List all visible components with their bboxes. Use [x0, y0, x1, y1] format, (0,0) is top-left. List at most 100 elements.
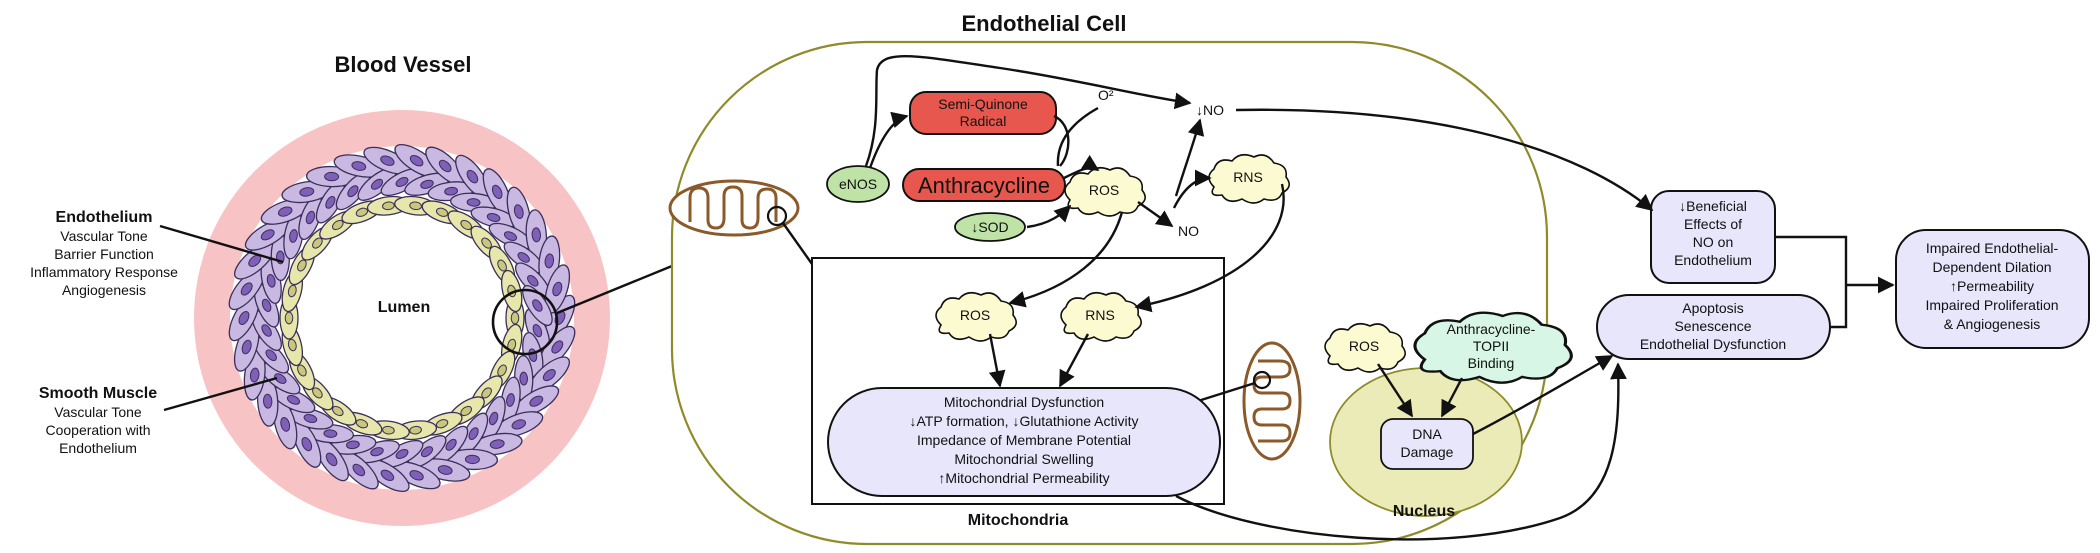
endothelium-layer [279, 195, 525, 441]
smooth-muscle-pointer [163, 376, 278, 412]
apoptosis-line-3: Endothelial Dysfunction [1640, 336, 1786, 352]
apoptosis-node: Apoptosis Senescence Endothelial Dysfunc… [1596, 294, 1831, 360]
smooth-muscle-function-3: Endothelium [59, 440, 137, 456]
endothelium-function-3: Inflammatory Response [30, 264, 178, 280]
rns-mito-cloud: RNS [1060, 291, 1142, 342]
arrow-enos-to-semiquinone [868, 111, 909, 169]
ros-mito-cloud: ROS [935, 291, 1017, 342]
smooth-muscle-cell [292, 420, 322, 468]
apoptosis-line-2: Senescence [1674, 318, 1751, 334]
sod-label: ↓SOD [971, 219, 1008, 235]
arrow-rns-to-mito-dysfunction [1058, 333, 1090, 388]
rns-top-cloud: RNS [1208, 153, 1290, 204]
mitochondrion-right [1242, 341, 1302, 461]
smooth-muscle-title: Smooth Muscle [39, 385, 157, 402]
arrow-no-to-beneficial [1235, 108, 1654, 212]
smooth-muscle-cell [338, 450, 379, 490]
arrow-rns-top-to-rns-mito [1134, 183, 1285, 313]
endothelium-pointer [159, 224, 284, 264]
arrow-ros-to-mito-dysfunction [988, 333, 1006, 388]
smooth-muscle-cell [234, 242, 276, 280]
arrow-enos-to-no [864, 55, 1192, 167]
semi-quinone-line-1: Semi-Quinone [938, 96, 1028, 112]
impaired-line-5: & Angiogenesis [1944, 316, 2041, 332]
smooth-muscle-cell [482, 168, 512, 216]
dna-damage-line-1: DNA [1412, 426, 1442, 442]
impaired-line-3: ↑Permeability [1950, 278, 2034, 294]
sod-node: ↓SOD [954, 212, 1026, 242]
rns-top-label: RNS [1233, 169, 1263, 185]
smooth-muscle-cell [244, 218, 291, 251]
beneficial-line-4: Endothelium [1674, 252, 1752, 268]
arrow-topii-to-dna [1440, 377, 1464, 418]
arrow-rns-up-to-no [1174, 118, 1205, 197]
smooth-muscle-function-1: Vascular Tone [54, 404, 142, 420]
ros-top-cloud: ROS [1064, 166, 1146, 217]
no-small-label: NO [1178, 223, 1199, 239]
endothelium-function-4: Angiogenesis [62, 282, 146, 298]
o2-label: O² [1098, 87, 1114, 103]
beneficial-line-1: ↓Beneficial [1679, 198, 1747, 214]
semi-quinone-radical-node: Semi-Quinone Radical [909, 91, 1057, 135]
bracket-beneficial [1776, 235, 1848, 282]
smooth-muscle-cell [471, 432, 523, 456]
ros-mito-label: ROS [960, 307, 990, 323]
smooth-muscle-cell [363, 146, 412, 175]
smooth-muscle-cell [525, 209, 548, 261]
arrow-ros-to-dna [1376, 363, 1414, 418]
rns-mito-label: RNS [1085, 307, 1115, 323]
dna-damage-node: DNA Damage [1380, 418, 1474, 470]
pathway-arrows [864, 55, 1895, 541]
smooth-muscle-cell [394, 143, 439, 178]
impaired-line-1: Impaired Endothelial- [1926, 240, 2059, 256]
arrow-dna-to-apoptosis [1472, 354, 1614, 436]
arrow-ros-top-to-ros-mito [1008, 211, 1124, 308]
arc-semiquinone-to-anthracycline [1053, 114, 1070, 167]
impaired-function-node: Impaired Endothelial- Dependent Dilation… [1895, 229, 2090, 349]
semi-quinone-line-2: Radical [960, 113, 1007, 129]
mito-dysfunction-line-4: Mitochondrial Swelling [954, 451, 1093, 467]
blood-vessel-title: Blood Vessel [335, 52, 472, 77]
topii-line-2: TOPII [1473, 338, 1509, 354]
smooth-muscle-cell [513, 385, 560, 418]
lumen-label: Lumen [378, 299, 430, 316]
impaired-line-2: Dependent Dilation [1932, 259, 2051, 275]
ros-top-label: ROS [1089, 182, 1119, 198]
ros-nucleus-cloud: ROS [1324, 322, 1406, 373]
zoom-connector [556, 264, 673, 315]
endothelium-function-1: Vascular Tone [60, 228, 148, 244]
arrow-sod-to-ros [1026, 204, 1072, 229]
endothelium-function-2: Barrier Function [54, 246, 154, 262]
arrow-no-to-rns [1172, 169, 1212, 209]
smooth-muscle-cell [260, 198, 310, 225]
mitochondrial-dysfunction-node: Mitochondrial Dysfunction ↓ATP formation… [827, 387, 1221, 497]
anthracycline-label: Anthracycline [918, 173, 1050, 198]
endothelium-title: Endothelium [56, 209, 153, 226]
anthracycline-node: Anthracycline [902, 168, 1066, 202]
dna-damage-line-2: Damage [1401, 444, 1454, 460]
mito-right-connector [1197, 381, 1256, 403]
smooth-muscle-cell [273, 399, 298, 450]
mito-dysfunction-line-2: ↓ATP formation, ↓Glutathione Activity [909, 413, 1138, 429]
mitochondrion-left [668, 179, 800, 237]
arrow-ros-to-no [1137, 201, 1174, 227]
enos-label: eNOS [839, 176, 877, 192]
vessel-cross-section [194, 110, 610, 526]
endothelial-cell-membrane [670, 40, 1549, 546]
no-top-label: ↓NO [1196, 102, 1224, 118]
zoom-circle [491, 288, 559, 356]
mito-dysfunction-line-5: ↑Mitochondrial Permeability [938, 470, 1109, 486]
beneficial-line-2: Effects of [1684, 216, 1742, 232]
topii-binding-cloud: Anthracycline- TOPII Binding [1413, 311, 1573, 384]
endothelial-cell-title: Endothelial Cell [961, 11, 1126, 36]
smooth-muscle-cell [287, 407, 334, 430]
mito-dysfunction-line-1: Mitochondrial Dysfunction [944, 394, 1104, 410]
impaired-line-4: Impaired Proliferation [1925, 297, 2058, 313]
smooth-muscle-cell [228, 294, 260, 342]
smooth-muscle-cell [544, 264, 571, 314]
topii-line-1: Anthracycline- [1447, 321, 1536, 337]
smooth-muscle-cell [233, 322, 260, 372]
arrow-mito-to-apoptosis [1175, 362, 1627, 541]
arc-o2 [1056, 106, 1099, 167]
endothelium-annotation: Endothelium Vascular Tone Barrier Functi… [30, 209, 284, 298]
